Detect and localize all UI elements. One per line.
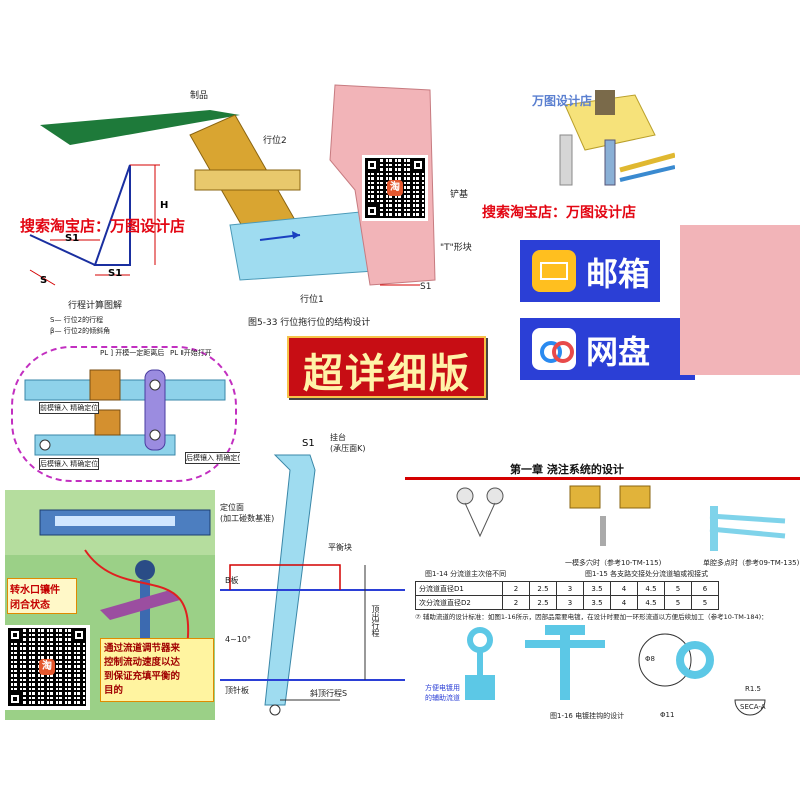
note-box-2: 通过流道调节器来 控制流动速度以达 到保证充填平衡的 目的 (100, 638, 214, 702)
diagram-title: 行程计算图解 (68, 301, 123, 311)
lock-label-1: 前模镶入 精确定位 (39, 402, 100, 414)
banner-email: 邮箱 (520, 240, 660, 302)
fig16: 图1-16 电镀挂钩的设计 (550, 712, 625, 720)
banner-netdisk: 网盘 (520, 318, 695, 380)
lock-label-3: 后模镶入 精确定位 (185, 452, 240, 464)
aux-label: 方便电镀用 的辅助流道 (425, 684, 460, 702)
cap-a: 一模多穴时（参考10-TM-115) (565, 559, 662, 567)
legend-s: S— 行位2的行程 (50, 316, 104, 324)
fig14: 图1-14 分流道主次倍不同 (425, 570, 507, 578)
qr-code-top: 淘 (362, 155, 428, 221)
mechanism-3d-panel (525, 85, 675, 195)
label-s: S (40, 275, 48, 286)
caption-533: 图5-33 行位拖行位的结构设计 (248, 318, 371, 328)
lifter-oblique-stroke: 斜顶行程S (310, 689, 348, 698)
mail-icon (532, 250, 576, 292)
cap-b: 单腔多点时（参考09-TM-135) (703, 559, 800, 567)
label-s1-b: S1 (108, 268, 123, 279)
lifter-angle: 4~10° (225, 635, 251, 644)
watermark-4: 万图设计店 (532, 94, 593, 108)
aux-note: ⑦ 辅助流道的设计标准：如图1-16所示，因部品需要电镀，在设计时要加一环形流道… (415, 613, 768, 621)
lifter-panel: S1 挂台 (承压面K) 定位面 (加工碰数基准) 平衡块 B板 4~10° 顶… (220, 430, 405, 725)
product-shape (40, 110, 240, 145)
lifter-locate: 定位面 (加工碰数基准) (220, 503, 275, 523)
lifter-ejector-plate: 顶针板 (225, 686, 249, 695)
lock-header-left: PL ] 开模一定距离后 (100, 349, 165, 357)
lifter-eject-stroke: 顶出行程 (371, 605, 380, 637)
chapter-title: 第一章 浇注系统的设计 (510, 463, 624, 476)
lifter-hang: 挂台 (承压面K) (330, 433, 366, 453)
lock-label-2: 后模镶入 精确定位 (39, 458, 100, 470)
watermark-1: 搜索淘宝店：万图设计店 (20, 217, 186, 235)
slide-diagram-svg (29, 84, 436, 286)
legend-beta: β— 行位2的倾斜角 (50, 327, 111, 335)
label-h: H (160, 200, 169, 211)
banner-netdisk-text: 网盘 (586, 333, 651, 371)
lifter-b-plate: B板 (225, 576, 239, 585)
banner-detailed: 超详细版 (287, 336, 486, 398)
label-shovel: 铲基 (450, 190, 469, 200)
lock-header-right: PL Ⅱ开始打开 (170, 349, 212, 357)
lifter-balance: 平衡块 (328, 543, 352, 552)
label-slide2: 行位2 (263, 136, 287, 146)
label-t-block: "T"形块 (440, 243, 472, 253)
seca: SECA-A (740, 703, 766, 711)
cloud-icon (532, 328, 576, 370)
watermark-2: 搜索淘宝店：万图设计店 (482, 205, 636, 221)
fig15: 图1-15 各支路交接处分流道轴或视接式 (585, 570, 709, 578)
label-s1-c: S1 (420, 282, 432, 292)
lifter-s1: S1 (302, 438, 315, 449)
banner-detailed-text: 超详细版 (303, 351, 471, 397)
lock-mechanism-panel: PL ] 开模一定距离后 PL Ⅱ开始打开 前模镶入 精确定位 后模镶入 精确定… (5, 340, 240, 485)
note-box-1: 转水口镶件 闭合状态 (7, 578, 77, 614)
phi8: Φ8 (645, 655, 655, 663)
label-slide1: 行位1 (300, 295, 324, 305)
phi11: Φ11 (660, 711, 675, 719)
label-s1-a: S1 (65, 233, 80, 244)
banner-email-text: 邮箱 (586, 255, 651, 293)
r15: R1.5 (745, 685, 761, 693)
pink-strip (680, 225, 800, 375)
gate-design-panel: 第一章 浇注系统的设计 一模多穴时（参考10-TM-115) 单腔多点时（参考0… (405, 455, 800, 725)
label-product: 制品 (190, 91, 209, 101)
qr-code-bottom: 淘 (5, 625, 90, 710)
slide-diagram-panel: 制品 行位2 S1 S1 S H 行程计算图解 S— 行位2的行程 β— 行位2… (10, 70, 480, 340)
